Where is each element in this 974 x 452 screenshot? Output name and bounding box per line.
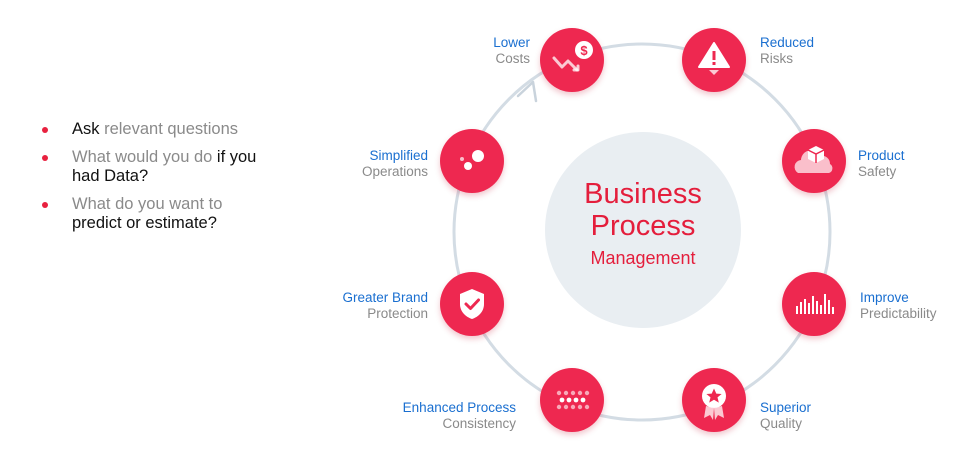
bullet-item-3: What do you want to predict or estimate? — [40, 195, 260, 233]
award-star-icon — [702, 384, 726, 420]
bars-icon — [796, 294, 834, 314]
node-superior-quality — [682, 368, 746, 432]
center-disc — [545, 132, 741, 328]
node-lower-costs: $ — [540, 28, 604, 92]
svg-text:$: $ — [580, 43, 588, 58]
warning-icon — [698, 42, 730, 75]
label-greater-brand: Greater Brand Protection — [342, 290, 428, 321]
bullet-dot — [42, 127, 48, 133]
dollar-down-icon: $ — [552, 41, 593, 72]
label-superior-quality: Superior Quality — [760, 400, 812, 431]
label-lower-costs: Lower Costs — [493, 35, 530, 66]
label-simplified-operations: Simplified Operations — [361, 148, 428, 179]
shield-check-icon — [460, 289, 484, 319]
bubbles-icon — [460, 150, 484, 170]
bullet-item-2: What would you do if you had Data? — [40, 148, 260, 186]
node-simplified-operations — [440, 129, 504, 193]
label-reduced-risks: Reduced Risks — [760, 35, 815, 66]
ring-arrow — [516, 80, 538, 103]
node-greater-brand — [440, 272, 504, 336]
dots-grid-icon — [556, 390, 590, 410]
node-reduced-risks — [682, 28, 746, 92]
node-product-safety — [782, 129, 846, 193]
bullet-dot — [42, 202, 48, 208]
bullet-dot — [42, 155, 48, 161]
center-title: Business Process Management — [584, 178, 702, 268]
label-enhanced-process: Enhanced Process Consistency — [402, 400, 516, 431]
bullet-list: Ask relevant questions What would you do… — [40, 120, 260, 242]
label-product-safety: Product Safety — [858, 148, 905, 179]
label-improve-predictability: Improve Predictability — [860, 290, 937, 321]
cloud-box-icon — [794, 146, 833, 173]
bullet-item-1: Ask relevant questions — [40, 120, 260, 139]
node-improve-predictability — [782, 272, 846, 336]
node-enhanced-process — [540, 368, 604, 432]
